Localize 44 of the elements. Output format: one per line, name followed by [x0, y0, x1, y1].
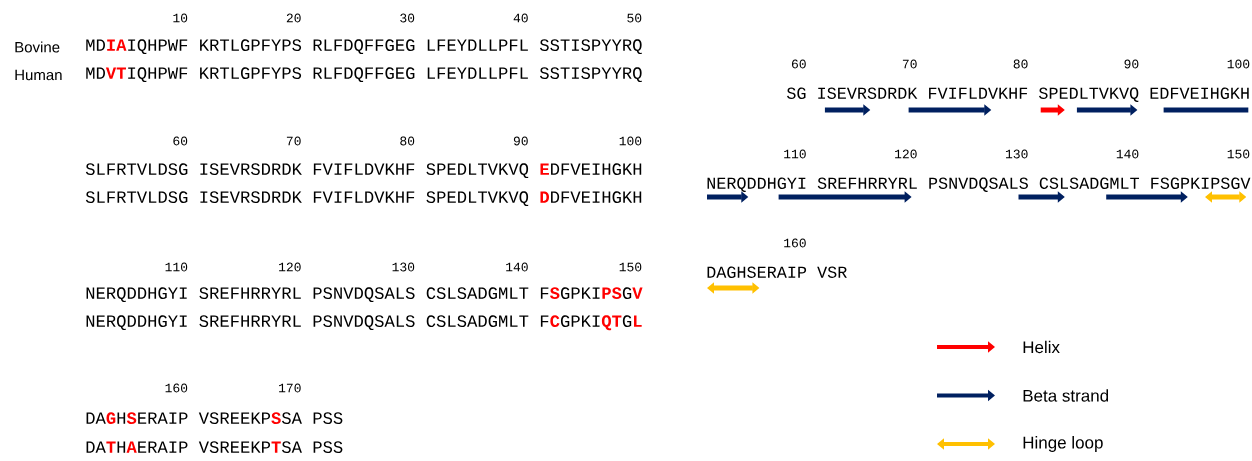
position-number: 100 — [619, 136, 642, 146]
position-number: 110 — [784, 149, 806, 159]
sequence-row: NERQDDHGYI SREFHRRYRL PSNVDQSALS CSLSADGMLT FSGPKIPSGV — [86, 287, 643, 303]
sequence-row: SLFRTVLDSG ISEVRSDRDK FVIFLDVKHF SPEDLTVKVQ DDFVEIHGKH — [85, 191, 642, 207]
position-number: 20 — [286, 13, 301, 23]
position-number: 40 — [513, 13, 528, 23]
sequence-row: MDIAIQHPWF KRTLGPFYPS RLFDQFFGEG LFEYDLLPFL SSTISPYYRQ — [86, 39, 642, 55]
sequence-row: NERQDDHGYI SREFHRRYRL PSNVDQSALS CSLSADGMLT FCGPKIQTGL — [86, 315, 642, 331]
position-number: 120 — [279, 262, 301, 272]
position-number: 130 — [1005, 149, 1028, 159]
legend-label: Beta strand — [1023, 389, 1109, 402]
sequence-row: DAGHSERAIP VSR — [707, 266, 847, 278]
position-number: 10 — [173, 13, 188, 23]
legend-label: Helix — [1023, 340, 1060, 354]
sequence-row: SLFRTVLDSG ISEVRSDRDK FVIFLDVKHF SPEDLTVKVQ EDFVEIHGKH — [85, 163, 642, 179]
position-number: 150 — [619, 262, 642, 272]
position-number: 100 — [1227, 59, 1250, 69]
sequence-row: DAGHSERAIP VSREEKPSSA PSS — [86, 412, 343, 424]
position-number: 80 — [1013, 59, 1028, 69]
position-number: 50 — [627, 13, 642, 23]
legend-label: Hinge loop — [1023, 436, 1103, 452]
position-number: 170 — [279, 383, 301, 393]
position-number: 70 — [902, 59, 917, 69]
position-number: 160 — [165, 383, 188, 393]
position-number: 90 — [513, 136, 528, 146]
species-label: Human — [15, 69, 62, 81]
sequence-row: SG ISEVRSDRDK FVIFLDVKHF SPEDLTVKVQ EDFVEIHGKH — [787, 87, 1249, 102]
position-number: 110 — [165, 262, 188, 272]
sequence-row: MDVTIQHPWF KRTLGPFYPS RLFDQFFGEG LFEYDLLPFL SSTISPYYRQ — [86, 67, 642, 83]
position-number: 130 — [392, 262, 415, 272]
species-label: Bovine — [15, 41, 60, 53]
position-number: 70 — [286, 136, 301, 146]
position-number: 160 — [784, 238, 806, 248]
position-number: 90 — [1124, 59, 1139, 69]
position-number: 30 — [400, 13, 415, 23]
sequence-row: DATHAERAIP VSREEKPTSA PSS — [86, 441, 343, 453]
sequence-row: NERQDDHGYI SREFHRRYRL PSNVDQSALS CSLSADGMLT FSGPKIPSGV — [707, 177, 1251, 192]
position-number: 120 — [895, 149, 917, 159]
position-number: 60 — [791, 59, 806, 69]
position-number: 140 — [1116, 149, 1139, 159]
position-number: 150 — [1227, 149, 1250, 159]
position-number: 140 — [506, 262, 528, 272]
position-number: 60 — [173, 136, 188, 146]
position-number: 80 — [400, 136, 415, 146]
